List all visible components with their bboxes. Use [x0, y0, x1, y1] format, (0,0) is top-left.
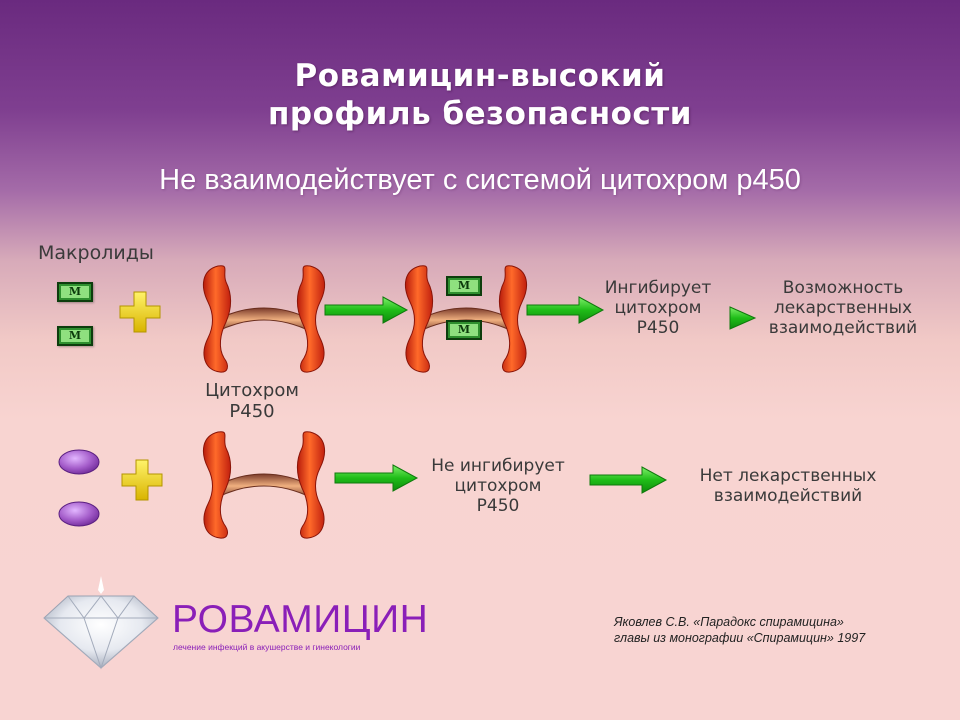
arrow-right-icon: [324, 296, 409, 324]
possible-interactions-label: Возможность лекарственных взаимодействий: [768, 278, 918, 338]
macrolide-molecule-icon: М: [57, 282, 93, 302]
cytochrome-inhibited-icon: [404, 265, 528, 373]
reference-citation: Яковлев С.В. «Парадокс спирамицина» глав…: [614, 615, 866, 645]
no-interactions-label: Нет лекарственных взаимодействий: [699, 466, 877, 506]
inhibits-cytochrome-label: Ингибирует цитохром Р450: [604, 278, 712, 338]
brand-name: РОВАМИЦИН: [172, 598, 429, 641]
arrow-right-icon: [589, 466, 668, 494]
cytochrome-p450-label: Цитохром Р450: [205, 380, 299, 422]
plus-icon: [119, 291, 161, 333]
cytochrome-p450-icon: [202, 265, 326, 373]
bound-macrolide-icon: М: [446, 276, 482, 296]
spiramycin-molecule-icon: [58, 501, 100, 527]
spiramycin-molecule-icon: [58, 449, 100, 475]
diamond-logo-icon: [43, 576, 159, 670]
macrolides-label: Макролиды: [38, 242, 154, 264]
arrow-right-icon: [334, 464, 419, 492]
not-inhibits-cytochrome-label: Не ингибирует цитохром Р450: [431, 456, 565, 516]
arrow-right-icon: [526, 296, 605, 324]
plus-icon: [121, 459, 163, 501]
slide-title-line1: Ровамицин-высокий: [294, 58, 666, 94]
brand-tagline: лечение инфекций в акушерстве и гинеколо…: [173, 642, 361, 652]
macrolide-molecule-icon: М: [57, 326, 93, 346]
cytochrome-p450-icon: [202, 431, 326, 539]
slide-title-line2: профиль безопасности: [268, 96, 692, 132]
triangle-arrow-icon: [729, 306, 757, 330]
slide-subtitle: Не взаимодействует с системой цитохром р…: [159, 164, 801, 196]
bound-macrolide-icon: М: [446, 320, 482, 340]
